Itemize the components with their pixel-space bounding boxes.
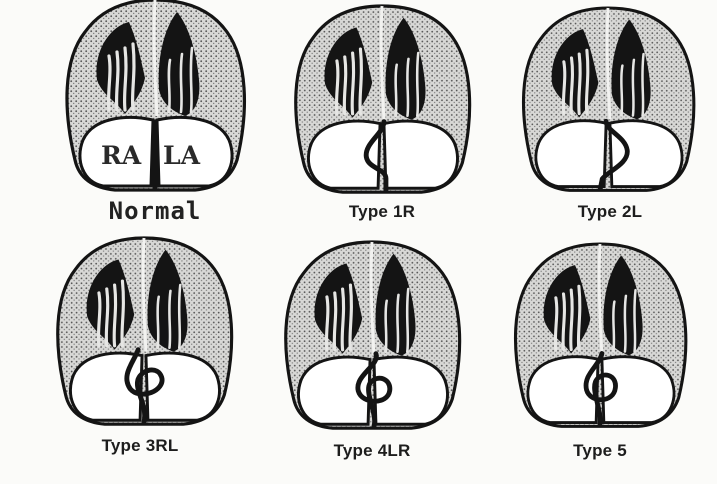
- panel-label-normal: Normal: [109, 197, 202, 225]
- chamber-label-ra: RA: [101, 141, 142, 170]
- panel-label-type-1r: Type 1R: [349, 202, 415, 222]
- heart-section-type-3rl: [58, 238, 232, 424]
- panel-label-type-4lr: Type 4LR: [334, 441, 411, 461]
- panel-label-type-3rl: Type 3RL: [102, 436, 179, 456]
- heart-section-type-2l: [523, 8, 693, 190]
- heart-section-type-1r: [296, 6, 470, 192]
- heart-section-type-4lr: [286, 242, 460, 428]
- left-atrium: [610, 121, 682, 187]
- chamber-label-la: LA: [163, 141, 201, 170]
- heart-section-type-5: [515, 244, 685, 426]
- left-atrium: [374, 357, 448, 424]
- panel-label-type-2l: Type 2L: [578, 202, 642, 222]
- left-atrium: [384, 121, 458, 188]
- right-atrium: [308, 121, 380, 188]
- panel-label-type-5: Type 5: [573, 441, 627, 461]
- heart-section-normal: RA LA: [67, 0, 244, 190]
- right-atrium: [536, 121, 606, 187]
